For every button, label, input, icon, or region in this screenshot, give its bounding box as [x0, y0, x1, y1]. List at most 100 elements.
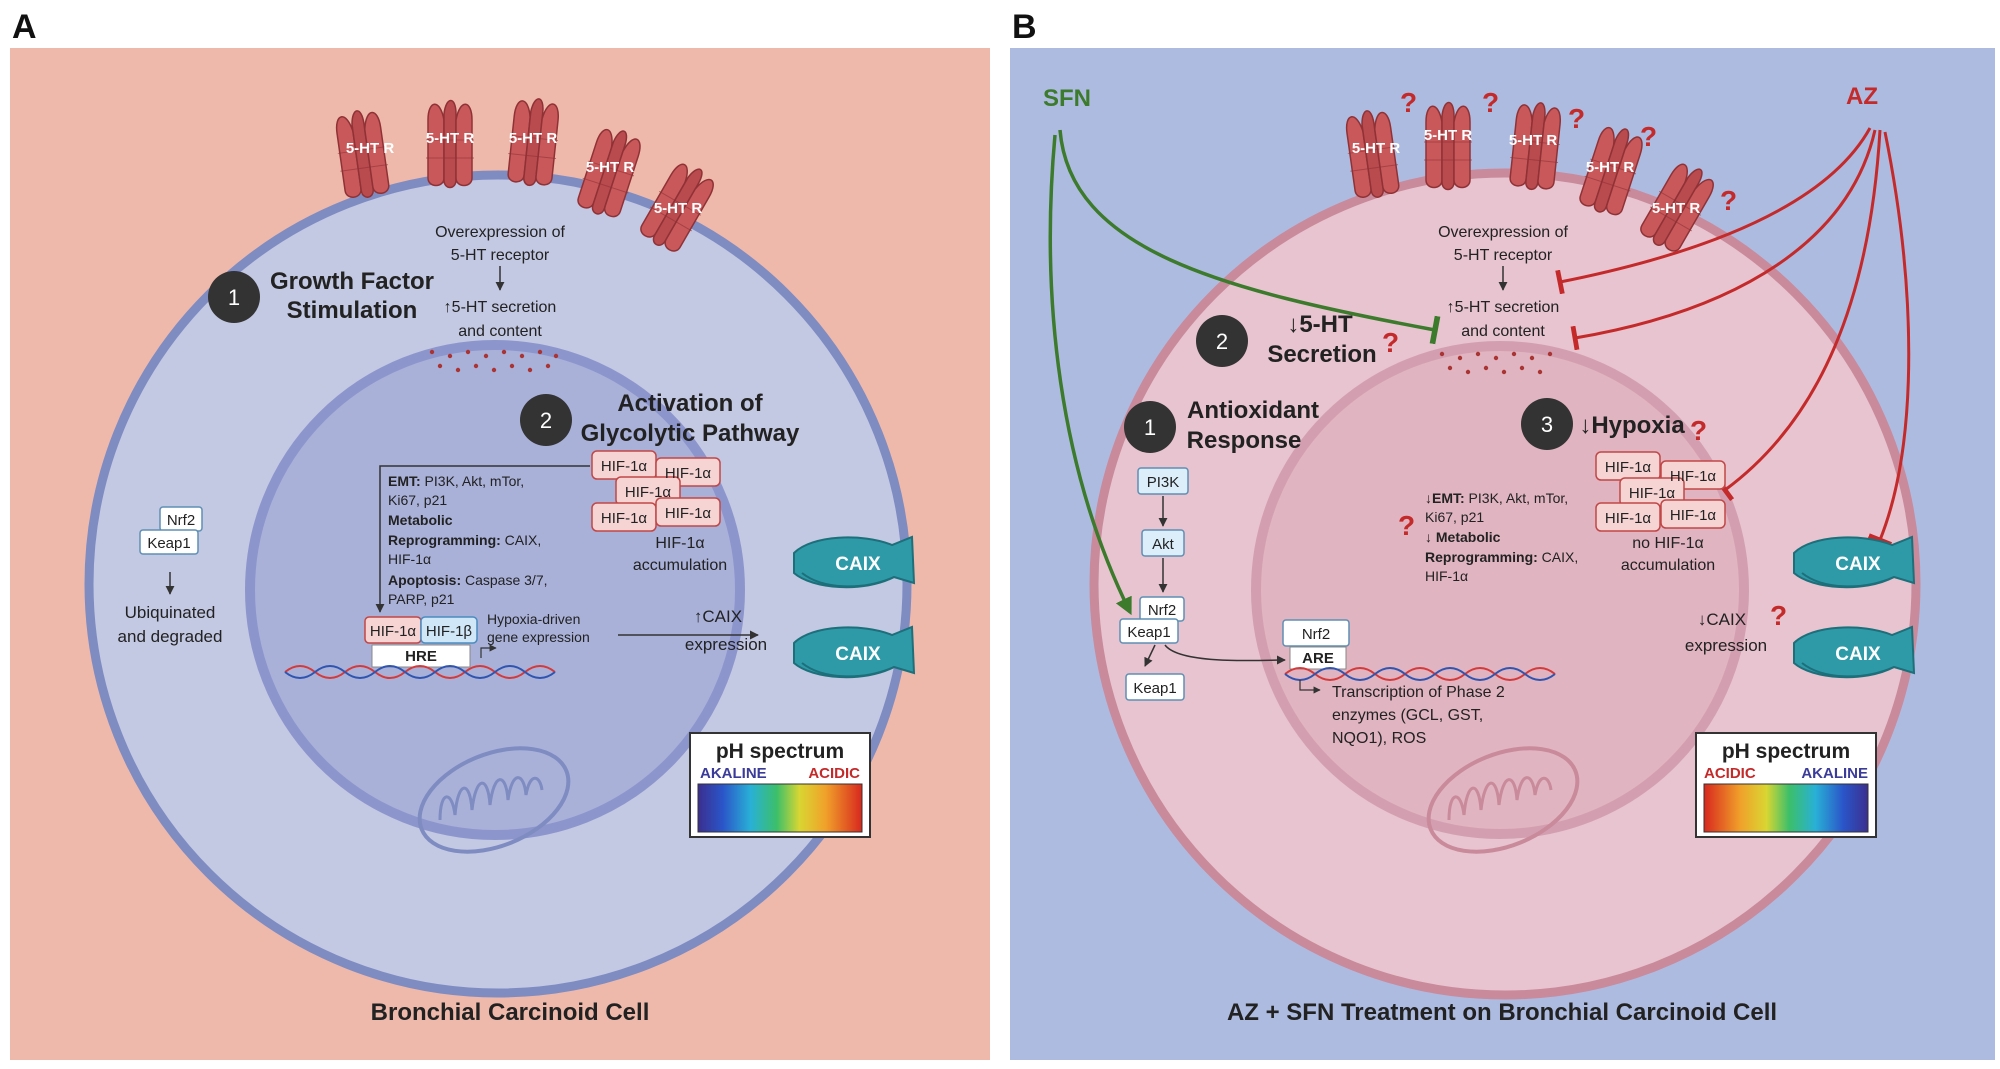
- apoptosis-head: Apoptosis:: [388, 572, 461, 588]
- step-2-title: Secretion: [1267, 341, 1376, 368]
- nrf2-nuclear-box: [1282, 619, 1350, 647]
- step-1-title: Antioxidant: [1187, 397, 1319, 424]
- hif-cluster: HIF-1α HIF-1α HIF-1α HIF-1α HIF-1α: [1595, 451, 1726, 532]
- az-inhibition-line: [1715, 129, 1882, 502]
- nrf2-label: Nrf2: [1148, 602, 1176, 619]
- arrow: [375, 465, 590, 613]
- are-box: [1289, 646, 1347, 670]
- step-2-badge: [520, 394, 572, 446]
- hif-1a-label: HIF-1α: [1605, 510, 1652, 527]
- caix-expression-text: ↑CAIX: [694, 607, 742, 626]
- metabolic-text: CAIX,: [1538, 549, 1578, 565]
- overexpression-text: 5-HT receptor: [451, 247, 550, 264]
- svg-text:Apoptosis: Caspase 3/7,: Apoptosis: Caspase 3/7,: [388, 572, 548, 588]
- keap1-label: Keap1: [1133, 680, 1176, 697]
- question-mark: ?: [1568, 103, 1585, 134]
- pi3k-label: PI3K: [1147, 474, 1180, 491]
- az-inhibition-line: [1867, 131, 1911, 547]
- emt-head: ↓EMT:: [1425, 490, 1465, 506]
- hypoxia-text: Hypoxia-driven: [487, 611, 580, 627]
- emt-text-block: ↓EMT: PI3K, Akt, mTor, Ki67, p21 ↓ Metab…: [1425, 490, 1578, 584]
- hif-1a-label: HIF-1α: [370, 623, 417, 640]
- ph-gradient-bar: [697, 783, 863, 833]
- transcription-text: Transcription of Phase 2: [1332, 684, 1505, 701]
- question-mark: ?: [1770, 600, 1787, 631]
- step-3-badge: [1521, 398, 1573, 450]
- keap1-label: Keap1: [1127, 624, 1170, 641]
- az-inhibition-line: [1555, 127, 1872, 295]
- nrf2-label: Nrf2: [167, 512, 195, 529]
- secretion-text: ↑5-HT secretion: [444, 299, 557, 316]
- arrow: [480, 644, 497, 658]
- step-2-title: Glycolytic Pathway: [581, 420, 800, 447]
- step-1-title: Response: [1187, 427, 1302, 454]
- no-accumulation-text: accumulation: [1621, 557, 1715, 574]
- hif-1a-label: HIF-1α: [1629, 485, 1676, 502]
- emt-line2: Ki67, p21: [388, 492, 447, 508]
- ph-title: pH spectrum: [716, 740, 844, 763]
- emt-head: EMT:: [388, 473, 421, 489]
- step-1-number: 1: [228, 285, 240, 310]
- arrow: [1299, 680, 1321, 694]
- metabolic-head: ↓ Metabolic: [1425, 529, 1501, 545]
- metabolic-text: CAIX,: [501, 532, 541, 548]
- receptor-label: 5-HT R: [509, 130, 558, 147]
- panel-a-receptors: 5-HT R 5-HT R 5-HT R 5-HT R 5-HT R: [331, 95, 722, 258]
- svg-text:EMT: PI3K, Akt, mTor,: EMT: PI3K, Akt, mTor,: [388, 473, 524, 489]
- receptor-label: 5-HT R: [654, 200, 703, 217]
- step-3-title: ↓Hypoxia: [1579, 412, 1685, 439]
- hif-1a-label: HIF-1α: [601, 458, 648, 475]
- transcription-text: NQO1), ROS: [1332, 730, 1426, 747]
- nrf2-label: Nrf2: [1302, 626, 1330, 643]
- overexpression-text: Overexpression of: [435, 224, 565, 241]
- step-1-badge: [208, 271, 260, 323]
- keap1-label: Keap1: [147, 535, 190, 552]
- akt-box: [1141, 529, 1185, 557]
- hre-label: HRE: [405, 648, 437, 665]
- metabolic-line2: Reprogramming:: [1425, 549, 1538, 565]
- az-inhibition-line: [1570, 129, 1877, 351]
- question-mark: ?: [1640, 121, 1657, 152]
- accumulation-text: accumulation: [633, 557, 727, 574]
- hif-1a-label: HIF-1α: [1605, 459, 1652, 476]
- panel-b-letter: B: [1012, 8, 1037, 46]
- metabolic-line1: Metabolic: [388, 512, 453, 528]
- ph-left-label: AKALINE: [700, 765, 767, 782]
- hif-1a-label: HIF-1α: [625, 484, 672, 501]
- ph-right-label: ACIDIC: [808, 765, 860, 782]
- panel-a-letter: A: [12, 8, 37, 46]
- arrow: [1164, 644, 1286, 665]
- hif-1a-label: HIF-1α: [1670, 507, 1717, 524]
- receptor-label: 5-HT R: [1352, 140, 1401, 157]
- step-1-title: Growth Factor: [270, 268, 434, 295]
- arrow: [1144, 644, 1156, 667]
- question-mark: ?: [1382, 327, 1399, 358]
- mitochondrion-icon: [1426, 746, 1580, 854]
- question-marks: ? ? ? ? ? ? ? ? ?: [1382, 87, 1787, 631]
- hif-1b-box: [420, 616, 478, 644]
- sfn-inhibition-line: [1058, 129, 1441, 345]
- ph-title: pH spectrum: [1722, 740, 1850, 763]
- ubiquinated-text: and degraded: [118, 627, 223, 646]
- hypoxia-text: gene expression: [487, 629, 590, 645]
- caix-label: CAIX: [835, 554, 881, 575]
- serotonin-dots: [1439, 351, 1553, 375]
- overexpression-text: 5-HT receptor: [1454, 247, 1553, 264]
- accumulation-text: HIF-1α: [655, 535, 704, 552]
- receptor-label: 5-HT R: [1652, 200, 1701, 217]
- emt-text-block: EMT: PI3K, Akt, mTor, Ki67, p21 Metaboli…: [388, 473, 548, 607]
- emt-line2: Ki67, p21: [1425, 509, 1484, 525]
- emt-text: PI3K, Akt, mTor,: [1465, 490, 1568, 506]
- ph-right-label: AKALINE: [1801, 765, 1868, 782]
- question-mark: ?: [1398, 510, 1415, 541]
- transcription-text: enzymes (GCL, GST,: [1332, 707, 1483, 724]
- panel-b-receptors: 5-HT R 5-HT R 5-HT R 5-HT R 5-HT R: [1341, 99, 1722, 258]
- az-label: AZ: [1846, 83, 1878, 110]
- step-1-title: Stimulation: [287, 297, 418, 324]
- receptor-label: 5-HT R: [1424, 127, 1473, 144]
- hif-1a-label: HIF-1α: [665, 465, 712, 482]
- step-2-badge: [1196, 315, 1248, 367]
- caix-expression-text: expression: [685, 635, 767, 654]
- metabolic-line3: HIF-1α: [1425, 568, 1468, 584]
